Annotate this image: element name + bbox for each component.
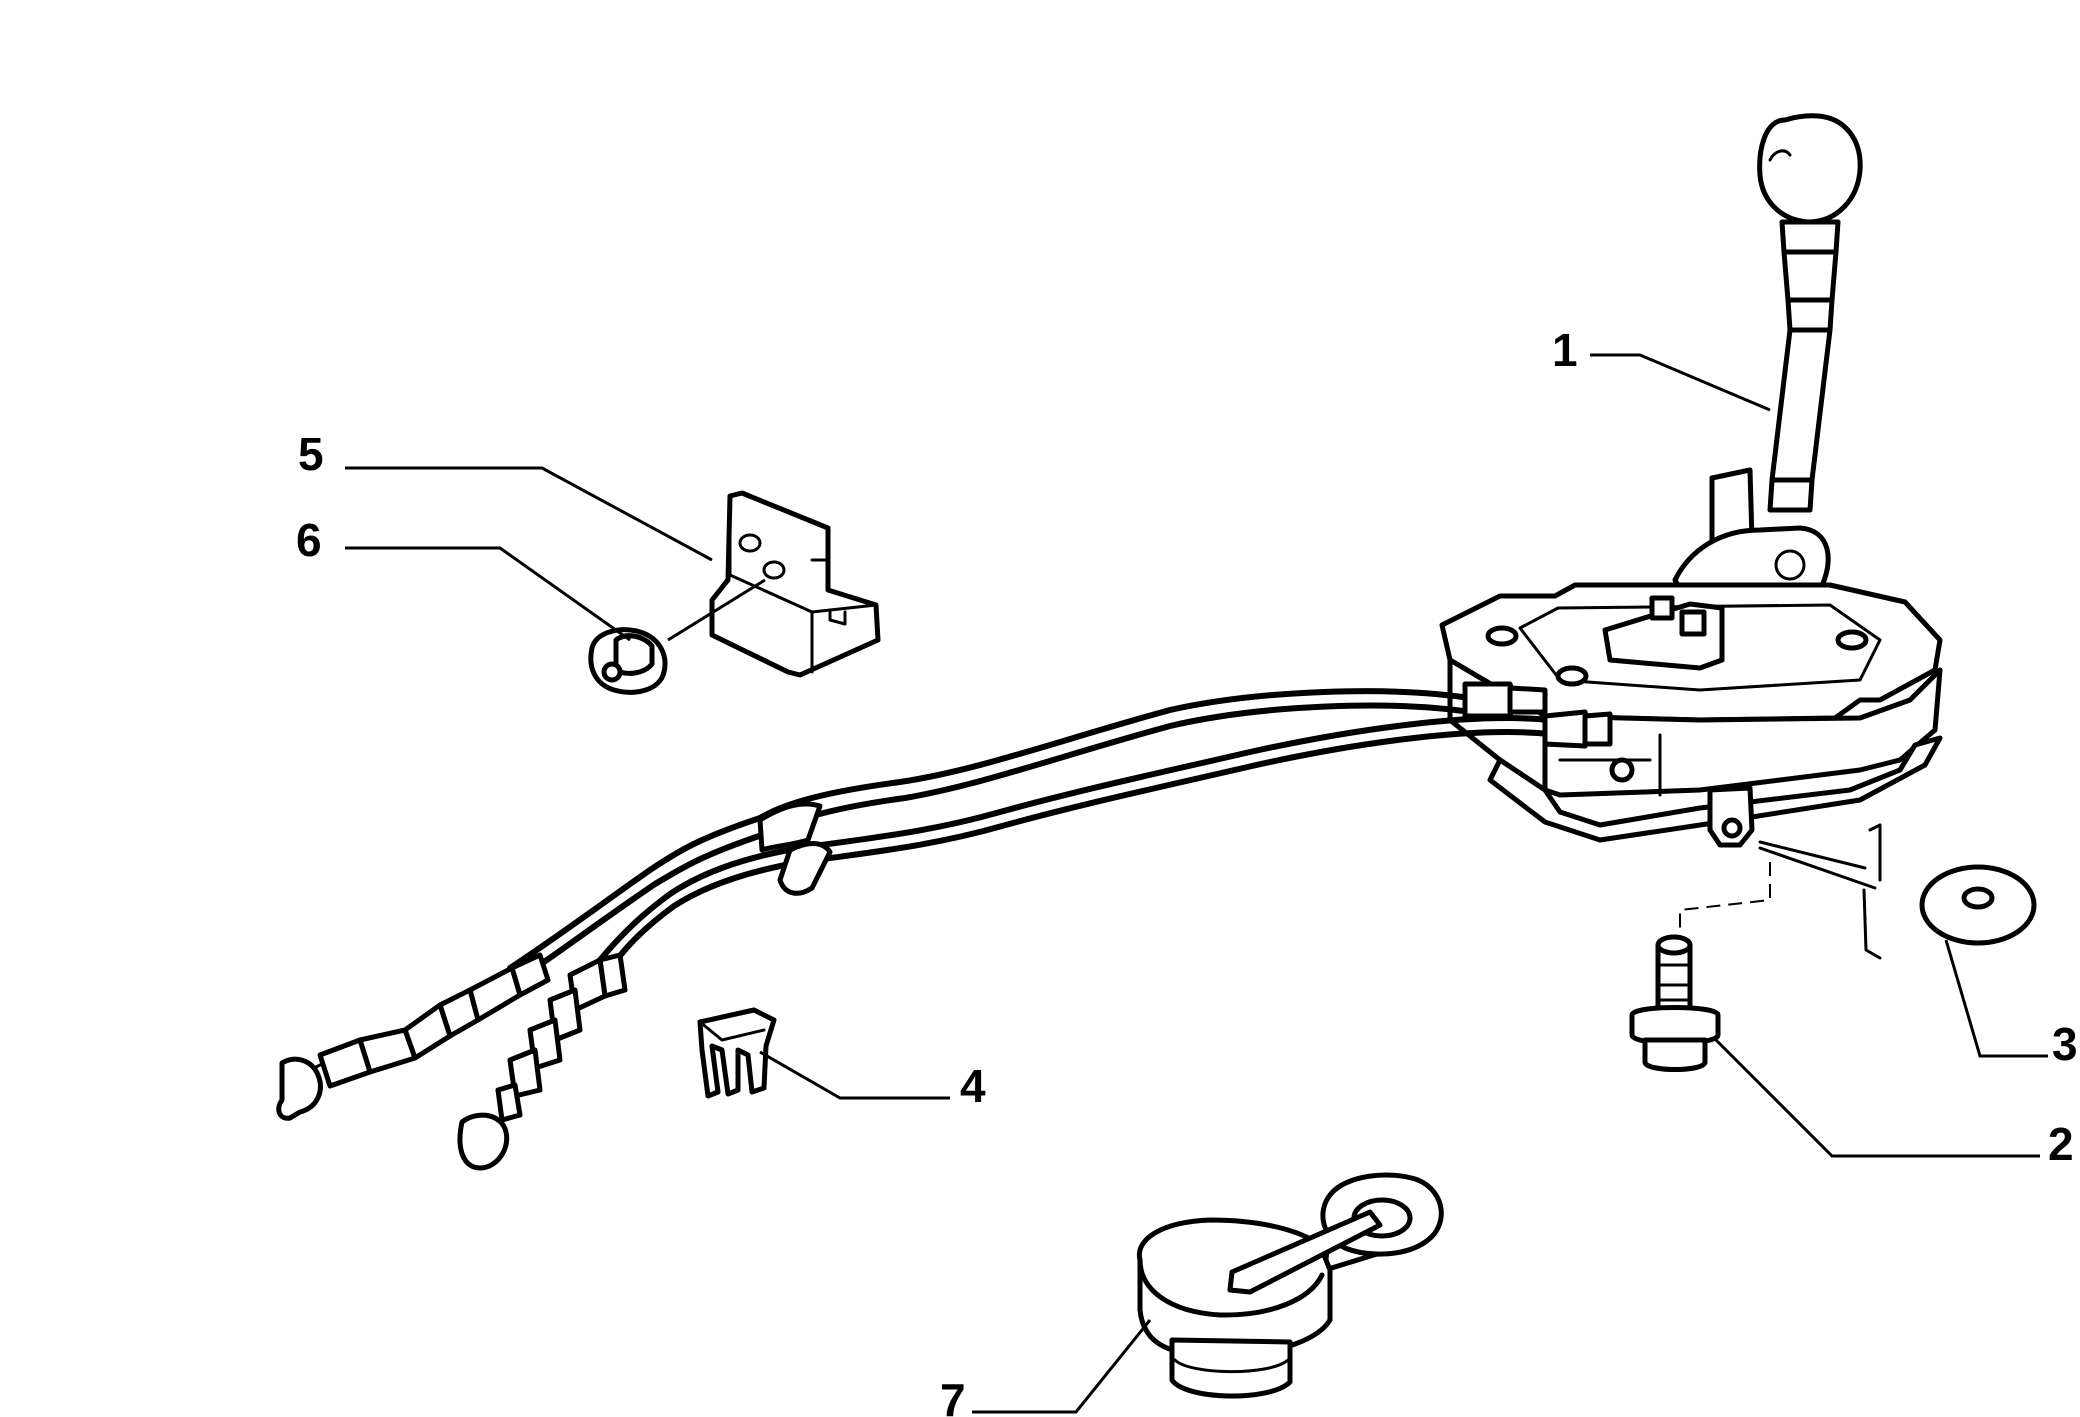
bracket-part: [709, 490, 881, 678]
bolt-part: [1629, 934, 1721, 1072]
callout-5: 5: [298, 428, 324, 480]
clip-part: [697, 1007, 777, 1099]
leader-lines: [345, 353, 2048, 1414]
gear-cables: [276, 681, 1613, 1171]
callout-6: 6: [296, 514, 322, 566]
leader-5: [345, 466, 713, 562]
nut-part: [588, 627, 668, 695]
leader-6b: [667, 578, 766, 642]
gear-shift-assembly: [1439, 113, 1943, 848]
leader-6: [345, 546, 631, 642]
cap-part: [1136, 1172, 1444, 1399]
leader-4: [759, 1050, 950, 1100]
leader-2: [1714, 1038, 2040, 1158]
washer-part: [1919, 864, 2037, 946]
callout-4: 4: [960, 1060, 986, 1112]
callout-1: 1: [1552, 324, 1578, 376]
leader-1: [1590, 353, 1771, 412]
assembly-guide-lines: [1679, 823, 1882, 960]
leader-3: [1944, 939, 2048, 1058]
callout-7: 7: [940, 1374, 966, 1417]
callout-2: 2: [2048, 1118, 2074, 1170]
callout-3: 3: [2052, 1018, 2078, 1070]
leader-7: [972, 1319, 1152, 1414]
